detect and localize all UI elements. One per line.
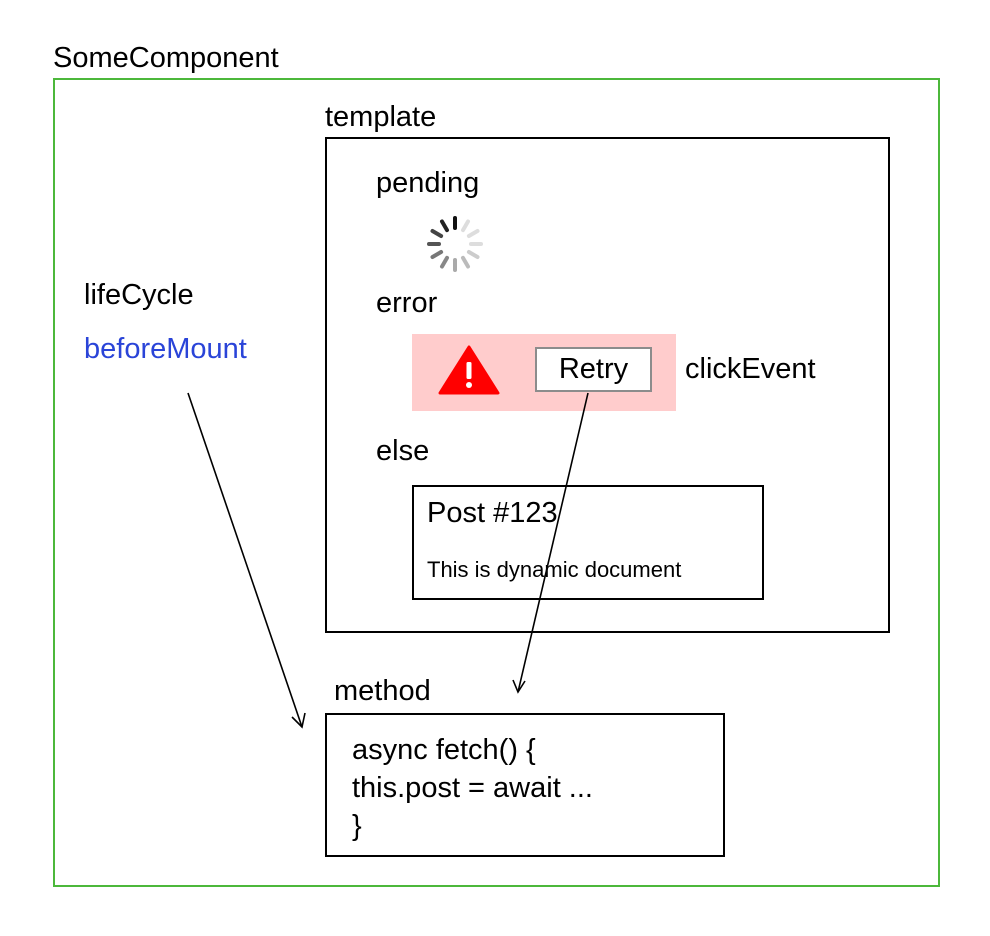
pending-label: pending <box>376 167 480 199</box>
post-card: Post #123 This is dynamic document <box>412 485 764 600</box>
template-box <box>325 137 890 633</box>
error-label: error <box>376 287 438 319</box>
lifecycle-to-method-arrowhead <box>291 712 306 729</box>
warning-icon <box>438 345 500 395</box>
lifecycle-to-method-arrow <box>187 392 303 728</box>
code-line-2: this.post = await ... <box>352 772 593 804</box>
retry-button[interactable]: Retry <box>535 347 652 392</box>
method-box: async fetch() { this.post = await ... } <box>325 713 725 857</box>
lifecycle-label: lifeCycle <box>84 279 194 311</box>
code-line-1: async fetch() { <box>352 734 536 766</box>
template-title: template <box>325 101 437 133</box>
lifecycle-hook: beforeMount <box>84 333 247 365</box>
click-event-label: clickEvent <box>685 353 816 385</box>
method-title: method <box>334 675 431 707</box>
retry-to-method-arrowhead <box>512 679 526 694</box>
component-box <box>53 78 940 887</box>
post-body: This is dynamic document <box>427 557 682 582</box>
post-title: Post #123 <box>427 497 558 529</box>
else-label: else <box>376 435 430 467</box>
code-line-3: } <box>352 810 362 842</box>
spinner-icon <box>427 216 483 272</box>
component-title: SomeComponent <box>53 42 279 74</box>
retry-to-method-arrow <box>517 392 589 693</box>
